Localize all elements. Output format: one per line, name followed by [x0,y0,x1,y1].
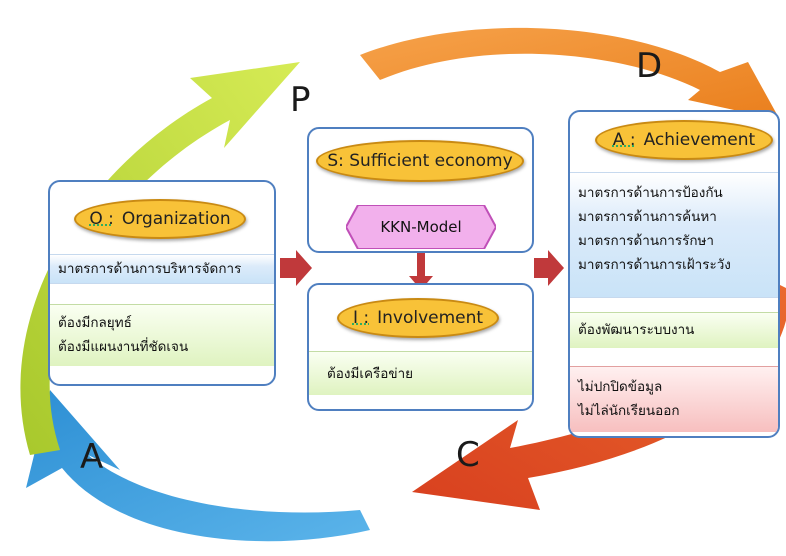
achievement-measures: มาตรการด้านการป้องกัน มาตรการด้านการค้นห… [570,172,778,298]
c-label: C [456,435,480,475]
requirement-item: ต้องมีเครือข่าย [327,366,414,382]
requirement-item: ต้องมีกลยุทธ์ [58,315,132,331]
organization-oval: O : Organization [74,199,246,239]
a-label: A [80,437,104,477]
requirement-item: ต้องมีแผนงานที่ชัดเจน [58,339,189,355]
s-to-a-connector [534,250,564,286]
organization-measures: มาตรการด้านการบริหารจัดการ [50,254,274,284]
involvement-requirements: ต้องมีเครือข่าย [309,351,532,395]
measure-item: มาตรการด้านการเฝ้าระวัง [578,257,731,273]
achievement-requirements: ต้องพัฒนาระบบงาน [570,312,778,348]
involvement-oval: I : Involvement [337,298,499,338]
d-arrow [360,27,780,120]
p-label: P [290,80,311,120]
organization-box: มาตรการด้านการบริหารจัดการ ต้องมีกลยุทธ์… [48,180,276,386]
organization-title: Organization [121,209,231,229]
involvement-title: Involvement [377,308,484,328]
d-label: D [636,46,663,86]
organization-requirements: ต้องมีกลยุทธ์ ต้องมีแผนงานที่ชัดเจน [50,304,274,366]
requirement-item: ต้องพัฒนาระบบงาน [578,322,695,338]
kkn-model-badge: KKN-Model [344,204,498,250]
o-to-s-connector [280,250,312,286]
involvement-code: I : [352,308,370,328]
organization-code: O : [89,209,114,229]
measure-item: มาตรการด้านการรักษา [578,233,714,249]
c-arrow [412,280,786,510]
achievement-donts: ไม่ปกปิดข้อมูล ไม่ไล่นักเรียนออก [570,366,778,432]
measure-item: มาตรการด้านการบริหารจัดการ [58,261,242,277]
achievement-box: มาตรการด้านการป้องกัน มาตรการด้านการค้นห… [568,110,780,438]
achievement-code: A : [612,130,636,150]
kkn-model-label: KKN-Model [380,218,462,236]
achievement-title: Achievement [643,130,756,150]
s-to-i-connector [409,248,433,290]
dont-item: ไม่ปกปิดข้อมูล [578,379,663,395]
achievement-oval: A : Achievement [595,120,773,160]
a-arrow [26,390,370,542]
sufficient-economy-title: S: Sufficient economy [327,151,513,171]
measure-item: มาตรการด้านการป้องกัน [578,185,723,201]
sufficient-economy-oval: S: Sufficient economy [316,140,524,182]
dont-item: ไม่ไล่นักเรียนออก [578,403,680,419]
measure-item: มาตรการด้านการค้นหา [578,209,717,225]
